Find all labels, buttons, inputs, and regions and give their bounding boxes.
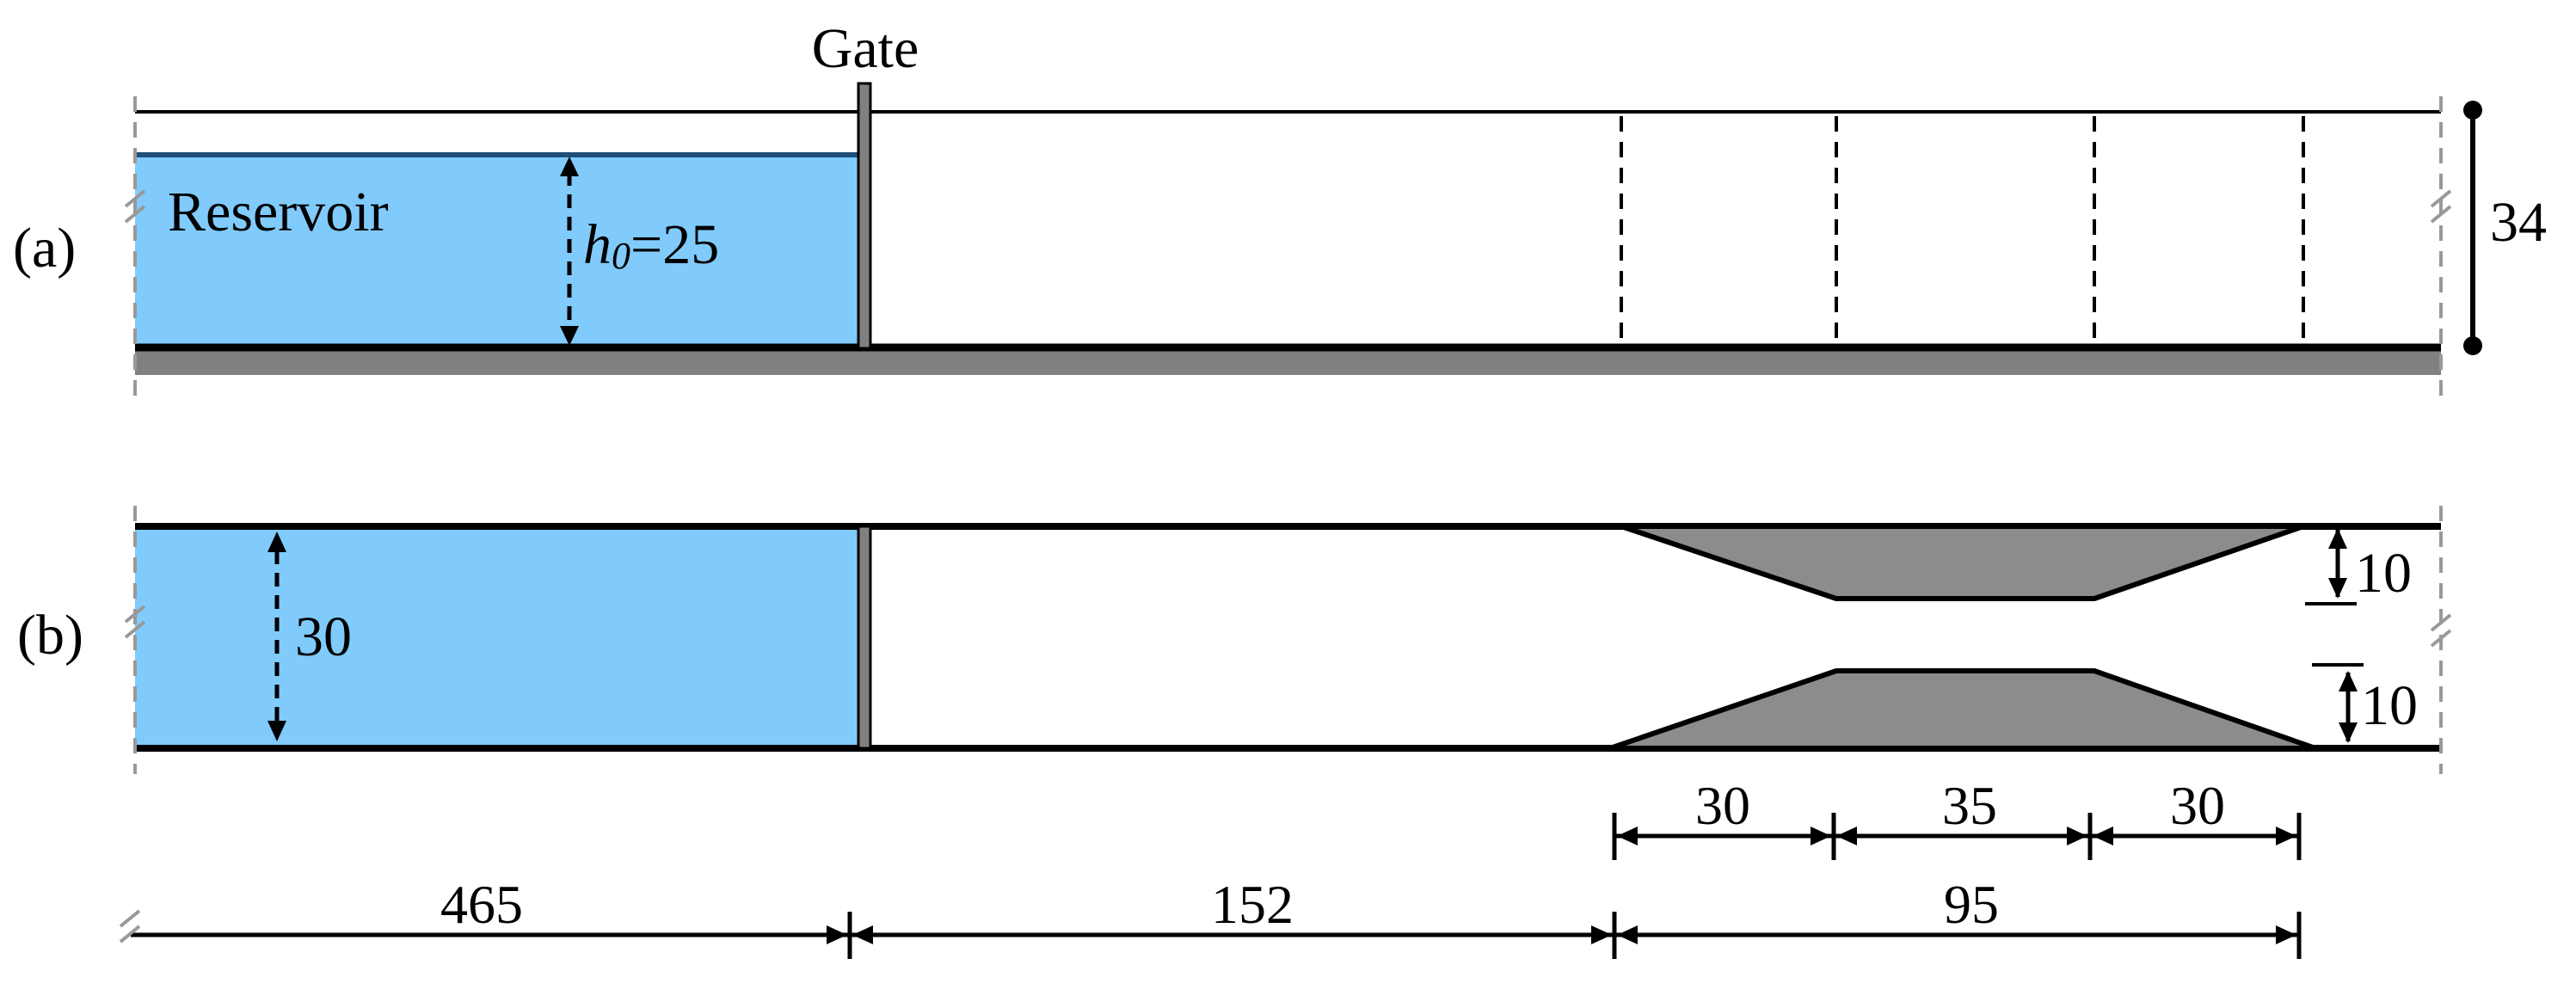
break-mark-right-b <box>2430 613 2452 648</box>
constriction-top-dimension <box>2305 528 2357 605</box>
gate-a <box>857 82 872 350</box>
reservoir-water <box>135 155 860 348</box>
section-lines <box>1620 116 2305 346</box>
segment-1-label: 30 <box>1695 775 1750 836</box>
length-dimensions <box>119 909 2302 959</box>
reservoir-water-plan <box>135 526 860 748</box>
height-dimension <box>2463 101 2482 355</box>
height-label: 34 <box>2490 191 2547 254</box>
constriction-bottom-dimension <box>2312 663 2364 743</box>
break-mark-left-b <box>124 605 146 639</box>
width-label: 30 <box>295 605 352 668</box>
constriction-bottom-label: 10 <box>2361 674 2418 737</box>
break-mark-right-a <box>2430 189 2452 224</box>
panel-b-label: (b) <box>17 604 83 667</box>
reservoir-length-label: 465 <box>440 874 523 935</box>
gate-label: Gate <box>812 17 919 80</box>
constriction-top-label: 10 <box>2355 542 2412 605</box>
obstacle-bottom <box>1608 668 2318 751</box>
reservoir-label: Reservoir <box>168 181 389 243</box>
segment-3-label: 30 <box>2170 775 2225 836</box>
panel-b: (b) 30 10 10 <box>17 506 2452 774</box>
gap-length-label: 152 <box>1211 874 1294 935</box>
h0-arrow <box>560 157 579 346</box>
width-arrow <box>267 532 286 741</box>
contraction-length-label: 95 <box>1944 874 1999 935</box>
h0-subscript: 0 <box>612 235 630 277</box>
break-mark-left-a <box>124 189 146 224</box>
obstacle-top <box>1619 524 2306 601</box>
segment-dimensions <box>1612 813 2302 860</box>
panel-a-label: (a) <box>13 217 76 280</box>
h0-label: h0=25 <box>583 213 719 277</box>
segment-2-label: 35 <box>1942 775 1997 836</box>
panel-a: Gate Reservoir h0=25 (a) 34 <box>13 17 2547 396</box>
h0-value: =25 <box>630 213 719 276</box>
h0-symbol: h <box>583 213 612 276</box>
gate-b <box>857 525 872 750</box>
